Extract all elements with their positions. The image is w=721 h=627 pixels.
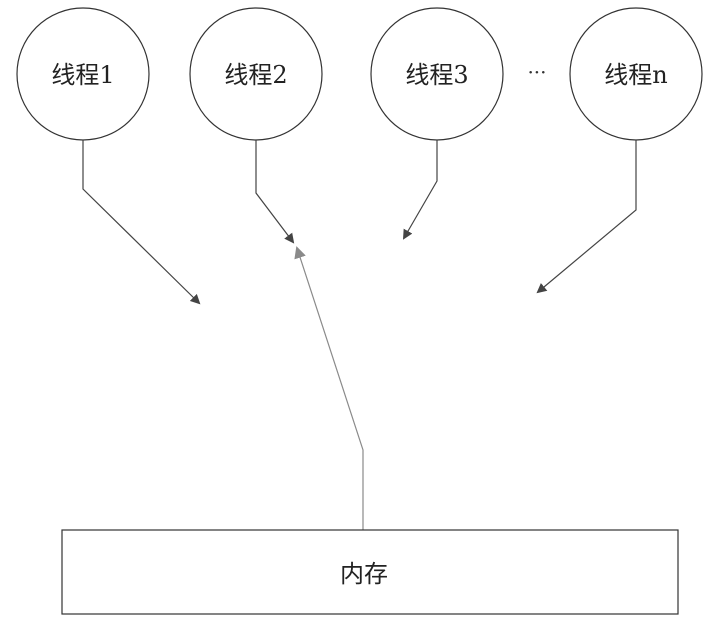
thread-label: 线程1 — [51, 61, 114, 89]
ellipsis-text: ··· — [527, 60, 546, 84]
memory-label: 内存 — [340, 560, 388, 588]
thread-node-3: 线程3 — [370, 7, 504, 141]
thread-label: 线程2 — [224, 61, 287, 89]
thread-1-arrow — [82, 140, 201, 305]
memory-rect — [61, 529, 679, 615]
thread-label: 线程3 — [405, 61, 468, 89]
thread-3-arrow — [402, 140, 438, 240]
thread-node-n: 线程n — [569, 7, 703, 141]
memory-box: 内存 — [61, 529, 679, 615]
memory-arrow — [294, 246, 364, 530]
thread-node-2: 线程2 — [189, 7, 323, 141]
thread-2-arrow — [255, 140, 295, 244]
thread-n-arrow — [536, 140, 637, 294]
thread-node-1: 线程1 — [16, 7, 150, 141]
thread-label: 线程n — [604, 61, 667, 89]
